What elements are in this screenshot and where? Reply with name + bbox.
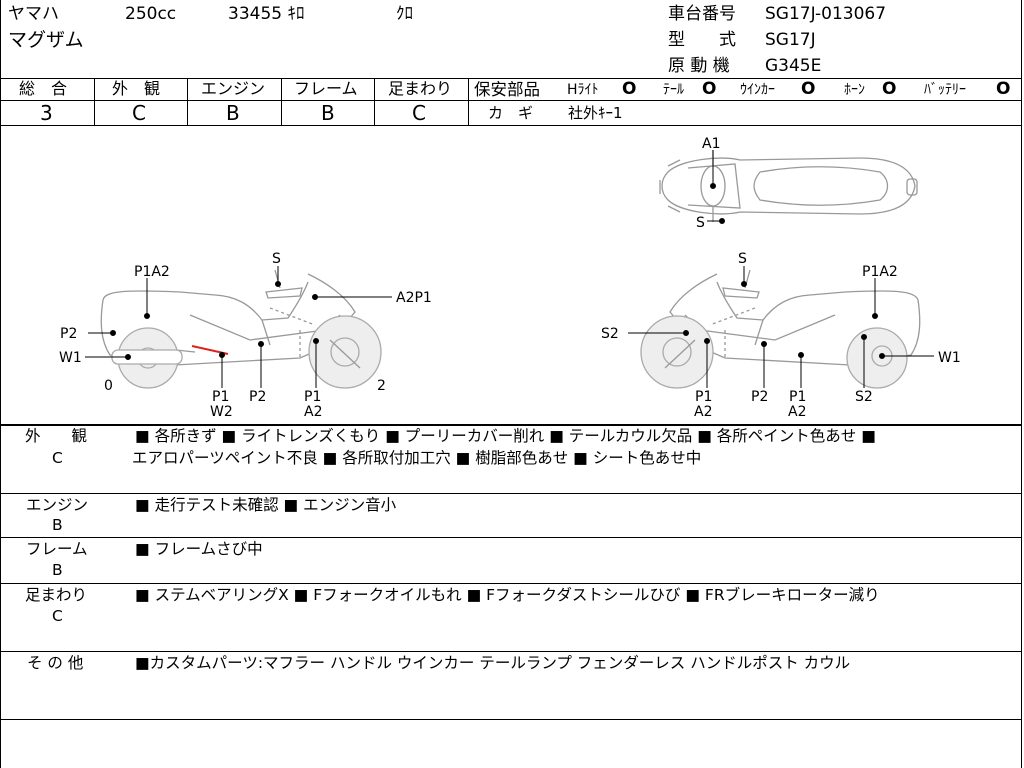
label-right-b1a: P1 <box>695 389 712 405</box>
grade-value-engine: B <box>226 101 240 125</box>
top-view-scooter <box>659 150 918 222</box>
grade-div-3 <box>281 78 282 125</box>
label-right-s2: S2 <box>601 326 619 342</box>
grade-label-suspension: 足まわり <box>388 79 453 98</box>
notes-line-2 <box>0 537 1022 538</box>
displacement: 250cc <box>125 4 177 24</box>
grade-top-line <box>0 78 1022 79</box>
note-engine-grade: B <box>52 516 63 534</box>
note-exterior-grade: C <box>52 449 63 467</box>
grade-label-overall: 総 合 <box>19 79 68 98</box>
type-label: 型 式 <box>668 30 736 50</box>
note-frame-label: フレーム <box>26 540 88 558</box>
right-side-scooter <box>640 269 921 389</box>
safety-label: 保安部品 <box>474 80 540 99</box>
grade-div-1 <box>94 78 95 125</box>
grade-value-overall: 3 <box>40 101 53 125</box>
label-left-b3a: P1 <box>304 389 321 405</box>
safety-item-tail: ﾃｰﾙ <box>663 82 684 98</box>
engine-value: G345E <box>765 56 822 76</box>
notes-line-5 <box>0 719 1022 720</box>
note-suspension-line1: ■ ステムベアリングX ■ Fフォークオイルもれ ■ Fフォークダストシールひび… <box>135 586 880 604</box>
grade-div-5 <box>468 78 469 125</box>
grade-label-engine: エンジン <box>201 79 266 98</box>
label-left-p1a2: P1A2 <box>134 264 170 280</box>
safety-item-headlight: Hﾗｲﾄ <box>567 82 599 98</box>
safety-mark-horn: O <box>882 79 897 99</box>
note-suspension-grade: C <box>52 607 63 625</box>
notes-line-1 <box>0 493 1022 494</box>
safety-mark-battery: O <box>996 79 1011 99</box>
safety-item-battery: ﾊﾞｯﾃﾘｰ <box>924 82 966 98</box>
frame-no-label: 車台番号 <box>668 4 736 24</box>
label-right-b4: S2 <box>855 389 873 405</box>
note-frame-line1: ■ フレームさび中 <box>135 540 263 558</box>
frame-left <box>0 0 1 768</box>
note-other-line1: ■カスタムパーツ:マフラー ハンドル ウインカー テールランプ フェンダーレス … <box>135 654 851 672</box>
label-right-p1a2: P1A2 <box>862 264 898 280</box>
grade-value-frame: B <box>321 101 335 125</box>
label-left-w1: W1 <box>59 350 82 366</box>
grade-bottom-line <box>0 125 1022 126</box>
label-right-b3a: P1 <box>789 389 806 405</box>
note-exterior-line1: ■ 各所きず ■ ライトレンズくもり ■ プーリーカバー削れ ■ テールカウル欠… <box>135 427 876 445</box>
note-engine-label: エンジン <box>26 496 89 514</box>
label-top-s: S <box>696 215 705 231</box>
label-left-zero: 0 <box>104 378 113 394</box>
label-left-s: S <box>272 251 281 267</box>
grade-label-frame: フレーム <box>294 79 358 98</box>
grade-label-exterior: 外 観 <box>112 79 161 98</box>
grade-value-exterior: C <box>132 101 146 125</box>
label-right-b2: P2 <box>751 389 768 405</box>
note-other-label: そ の 他 <box>27 654 84 672</box>
note-frame-grade: B <box>52 561 63 579</box>
engine-label: 原 動 機 <box>668 56 730 76</box>
left-side-scooter <box>100 269 382 389</box>
mileage: 33455 ｷﾛ <box>228 4 305 24</box>
notes-top-line <box>0 424 1022 426</box>
grade-mid-line <box>0 100 468 101</box>
label-left-b1b: W2 <box>210 404 233 420</box>
model-name: マグザム <box>8 29 84 51</box>
label-right-b3b: A2 <box>788 404 806 420</box>
label-right-s: S <box>738 251 747 267</box>
safety-item-winker: ｳｲﾝｶｰ <box>740 82 775 98</box>
frame-no: SG17J-013067 <box>765 4 887 24</box>
note-exterior-label: 外 観 <box>25 427 88 445</box>
safety-mark-headlight: O <box>622 79 637 99</box>
safety-mark-tail: O <box>702 79 717 99</box>
note-engine-line1: ■ 走行テスト未確認 ■ エンジン音小 <box>135 496 397 514</box>
label-left-two: 2 <box>377 378 386 394</box>
key-label: カ ギ <box>488 104 534 122</box>
key-value: 社外ｷｰ1 <box>568 104 623 122</box>
maker: ヤマハ <box>8 4 59 24</box>
type-value: SG17J <box>765 30 816 50</box>
notes-line-4 <box>0 651 1022 652</box>
label-left-b2: P2 <box>249 389 266 405</box>
label-left-b1a: P1 <box>212 389 229 405</box>
label-right-w1: W1 <box>938 350 961 366</box>
safety-item-horn: ﾎｰﾝ <box>844 82 865 98</box>
damage-diagram: A1 S S P1A2 A2P1 P2 W1 0 2 P1 W2 P2 P1 A… <box>59 136 961 420</box>
safety-mark-winker: O <box>801 79 816 99</box>
label-left-b3b: A2 <box>304 404 322 420</box>
grade-div-4 <box>374 78 375 125</box>
label-right-b1b: A2 <box>694 404 712 420</box>
label-top-a1: A1 <box>702 136 720 152</box>
note-suspension-label: 足まわり <box>25 586 88 604</box>
color: ｸﾛ <box>396 4 413 24</box>
grade-div-2 <box>187 78 188 125</box>
frame-right <box>1021 0 1022 768</box>
grade-value-suspension: C <box>412 101 426 125</box>
notes-line-3 <box>0 583 1022 584</box>
note-exterior-line2: エアロパーツペイント不良 ■ 各所取付加工穴 ■ 樹脂部色あせ ■ シート色あせ… <box>132 449 702 467</box>
safety-mid-line <box>468 100 1022 101</box>
label-left-a2p1: A2P1 <box>396 290 432 306</box>
label-left-p2: P2 <box>60 326 77 342</box>
